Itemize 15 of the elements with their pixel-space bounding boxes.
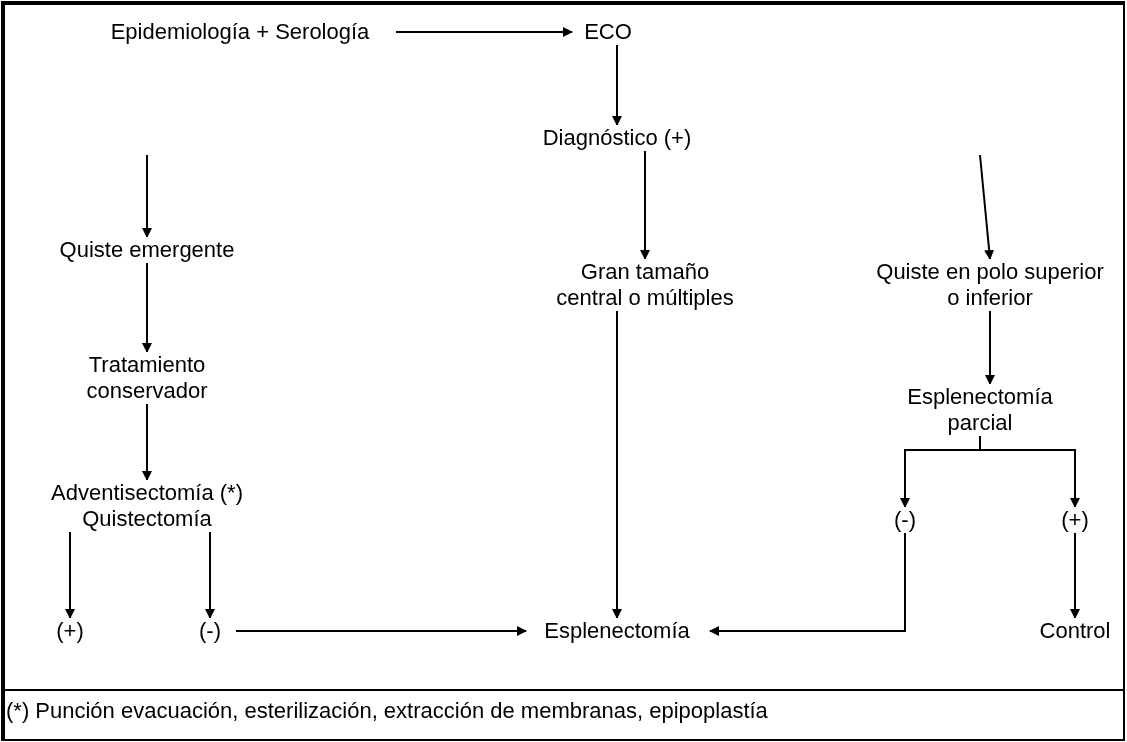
arrow (612, 310, 622, 619)
arrow (1070, 532, 1080, 619)
arrow (985, 310, 995, 385)
arrow (142, 403, 152, 481)
arrow (709, 532, 906, 636)
arrow (205, 531, 215, 619)
footnote: (*) Punción evacuación, esterilización, extracción de membranas, epipoplastía (6, 698, 768, 724)
arrow (142, 262, 152, 353)
arrow (612, 44, 622, 126)
arrow (979, 154, 995, 260)
arrow (395, 27, 573, 37)
arrow (235, 626, 527, 636)
arrow (640, 150, 650, 260)
arrow (142, 154, 152, 238)
arrow (65, 531, 75, 619)
